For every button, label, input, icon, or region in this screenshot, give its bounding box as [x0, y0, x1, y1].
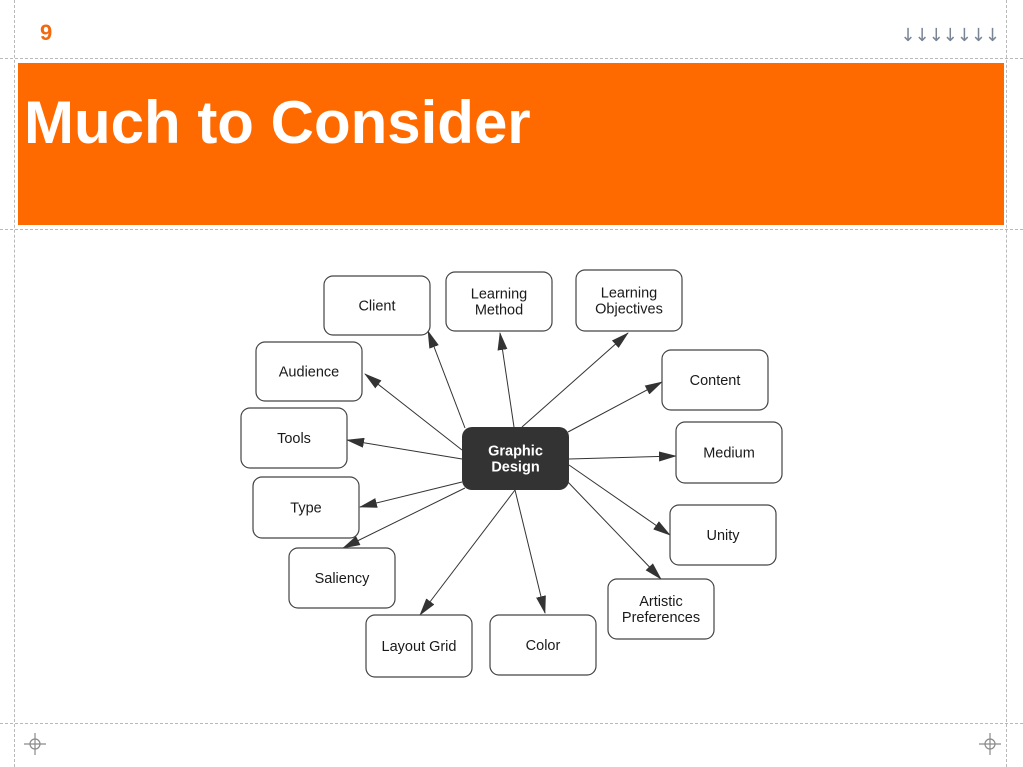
node-label: Objectives [595, 302, 663, 318]
node-saliency: Saliency [288, 547, 396, 609]
arrow-to-medium [568, 451, 677, 462]
node-label: Saliency [315, 571, 371, 587]
frame-border-left [14, 0, 15, 767]
frame-divider-bottom [0, 723, 1023, 724]
node-box [575, 269, 683, 332]
node-box [489, 614, 597, 676]
node-label: Medium [703, 446, 755, 462]
node-medium: Medium [675, 421, 783, 484]
arrow-to-type [359, 481, 463, 508]
frame-border-right [1006, 0, 1007, 767]
center-node-box [462, 427, 569, 490]
frame-divider-title [0, 229, 1023, 230]
node-label: Method [475, 303, 523, 319]
node-box [675, 421, 783, 484]
node-label: Client [358, 299, 395, 315]
title-bar [18, 63, 1004, 225]
node-label: Learning [601, 286, 657, 302]
arrow-to-artistic-preferences [565, 479, 662, 580]
node-client: Client [323, 275, 431, 336]
node-label: Content [690, 373, 741, 389]
node-box [288, 547, 396, 609]
node-box [240, 407, 348, 469]
node-label: Type [290, 501, 321, 517]
node-audience: Audience [255, 341, 363, 402]
slide-title: Much to Consider [24, 89, 531, 156]
node-label: Unity [706, 528, 740, 544]
node-layout-grid: Layout Grid [365, 614, 473, 678]
arrow-to-learning-objectives [521, 332, 629, 428]
node-box [365, 614, 473, 678]
node-box [323, 275, 431, 336]
crosshair-icon [979, 733, 1001, 755]
node-box [661, 349, 769, 411]
node-content: Content [661, 349, 769, 411]
node-label: Color [526, 638, 561, 654]
slide-number: 9 [40, 20, 53, 45]
frame-divider-top [0, 58, 1023, 59]
node-tools: Tools [240, 407, 348, 469]
arrow-to-learning-method [497, 332, 515, 428]
arrow-to-saliency [342, 487, 466, 549]
arrow-to-tools [346, 437, 463, 460]
node-label: Preferences [622, 610, 700, 626]
node-box [669, 504, 777, 566]
node-box [252, 476, 360, 539]
node-unity: Unity [669, 504, 777, 566]
node-type: Type [252, 476, 360, 539]
node-box [607, 578, 715, 640]
node-color: Color [489, 614, 597, 676]
arrow-to-client [427, 330, 466, 429]
node-label: Learning [471, 287, 527, 303]
arrow-down-icons: ↓↓↓↓↓↓↓ [900, 25, 1000, 46]
node-label: Tools [277, 431, 311, 447]
arrow-to-color [514, 489, 546, 614]
node-label: Audience [279, 365, 339, 381]
node-label: Artistic [639, 594, 683, 610]
node-box [255, 341, 363, 402]
arrow-to-layout-grid [419, 489, 516, 616]
arrow-to-audience [364, 373, 463, 451]
crosshair-icon [24, 733, 46, 755]
node-label: Design [491, 460, 539, 476]
node-label: Graphic [488, 444, 543, 460]
arrow-to-unity [568, 464, 671, 536]
node-box [445, 271, 553, 332]
node-label: Layout Grid [382, 639, 457, 655]
arrow-to-content [567, 381, 663, 433]
